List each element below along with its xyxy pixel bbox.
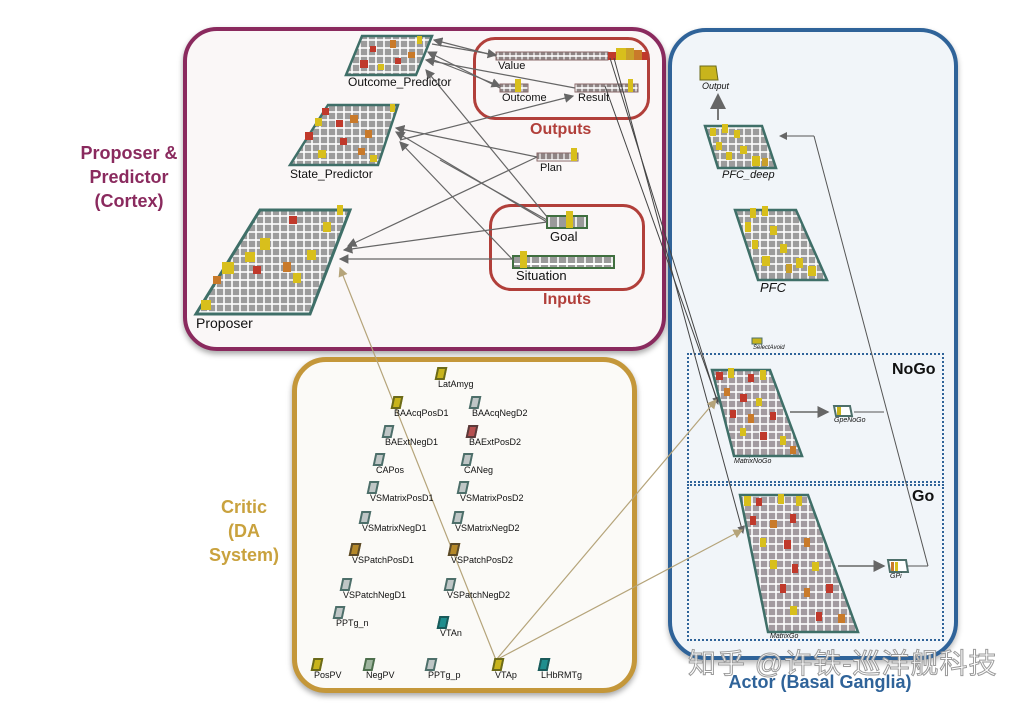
vsmatrixnegd2-label: VSMatrixNegD2 — [455, 523, 520, 533]
critic-label-line2: (DA — [228, 521, 260, 541]
situation-label: Situation — [516, 268, 567, 283]
vspatchposd2-label: VSPatchPosD2 — [451, 555, 514, 565]
plan-layer-bar — [536, 148, 579, 162]
pfc-deep-label: PFC_deep — [722, 169, 775, 181]
capos-label: CAPos — [376, 465, 405, 475]
value-layer-bar — [495, 48, 648, 61]
negpv-label: NegPV — [366, 670, 395, 680]
inputs-group-label: Inputs — [543, 291, 591, 308]
cortex-label-line2: Predictor — [89, 167, 169, 187]
value-label: Value — [498, 60, 526, 72]
matrix-go-layer-grid — [738, 493, 860, 634]
cortex-region-label: Proposer & Predictor (Cortex) — [64, 141, 194, 213]
goal-layer-bar — [546, 211, 588, 229]
outputs-group-label: Outputs — [530, 121, 592, 138]
plan-label: Plan — [540, 162, 563, 174]
vtap-label: VTAp — [495, 670, 517, 680]
pptg_p-label: PPTg_p — [428, 670, 461, 680]
outcome-label: Outcome — [502, 92, 547, 104]
gpi-label: GPi — [890, 573, 902, 580]
goal-label: Goal — [550, 229, 578, 244]
matrix-nogo-layer-grid — [710, 368, 804, 458]
vtan-label: VTAn — [440, 628, 462, 638]
vspatchnegd1-label: VSPatchNegD1 — [343, 590, 407, 600]
proposer-label: Proposer — [196, 315, 253, 331]
baacqnegd2-label: BAAcqNegD2 — [472, 408, 528, 418]
baacqposd1-label: BAAcqPosD1 — [394, 408, 449, 418]
nogo-zone-label: NoGo — [892, 361, 936, 378]
watermark-text: 知乎 @许铁-巡洋舰科技 — [688, 648, 998, 680]
matrix-go-label: MatrixGo — [770, 633, 799, 640]
outcome-layer-bar — [499, 79, 529, 93]
outcome-predictor-layer-grid — [344, 34, 434, 77]
vsmatrixposd2-label: VSMatrixPosD2 — [460, 493, 524, 503]
proposer-layer-grid — [193, 205, 353, 316]
go-zone-box — [687, 484, 944, 641]
critic-region-panel — [292, 357, 637, 693]
baextposd2-label: BAExtPosD2 — [469, 437, 522, 447]
pptg_n-label: PPTg_n — [336, 618, 369, 628]
actor-region-label: Actor (Basal Ganglia) — [728, 672, 912, 692]
vsmatrixposd1-label: VSMatrixPosD1 — [370, 493, 434, 503]
baextnegd1-label: BAExtNegD1 — [385, 437, 439, 447]
lhbrmtg-label: LHbRMTg — [541, 670, 583, 680]
pfc-layer-grid — [733, 206, 829, 282]
critic-label-line1: Critic — [220, 497, 267, 517]
state-predictor-label: State_Predictor — [290, 167, 373, 181]
outputs-group-box — [473, 37, 650, 120]
output-layer-block — [699, 65, 719, 81]
cortex-projection-arrows — [338, 37, 576, 264]
pospv-label: PosPV — [314, 670, 342, 680]
gpe-nogo-layer-block — [832, 405, 854, 417]
critic-region-label: Critic (DA System) — [190, 495, 298, 567]
pfc-label: PFC — [760, 280, 786, 295]
gpe-nogo-label: GpeNoGo — [834, 417, 866, 424]
cortex-label-line3: (Cortex) — [94, 191, 164, 211]
caneg-label: CANeg — [464, 465, 494, 475]
inputs-group-box — [489, 204, 645, 291]
select-avoid-layer-block — [751, 337, 763, 345]
gpi-layer-block — [886, 559, 910, 573]
nogo-zone-box — [687, 353, 944, 483]
go-zone-label: Go — [912, 488, 935, 505]
situation-layer-bar — [512, 251, 615, 269]
critic-dopamine-arrows — [338, 266, 744, 661]
matrix-nogo-label: MatrixNoGo — [734, 458, 772, 465]
outcome-predictor-label: Outcome_Predictor — [348, 75, 452, 89]
output-label: Output — [702, 81, 730, 91]
pfc-deep-layer-grid — [703, 124, 778, 170]
cortex-label-line1: Proposer & — [80, 143, 178, 163]
result-label: Result — [578, 92, 610, 104]
basal-ganglia-loop-lines — [779, 132, 929, 567]
state-predictor-layer-grid — [287, 103, 400, 167]
select-avoid-label: SelectAvoid — [753, 345, 785, 351]
cortex-to-actor-lines — [604, 57, 746, 534]
vsmatrixnegd1-label: VSMatrixNegD1 — [362, 523, 427, 533]
vspatchposd1-label: VSPatchPosD1 — [352, 555, 415, 565]
vspatchnegd2-label: VSPatchNegD2 — [447, 590, 511, 600]
latamyg-label: LatAmyg — [438, 379, 474, 389]
critic-label-line3: System) — [208, 545, 280, 565]
